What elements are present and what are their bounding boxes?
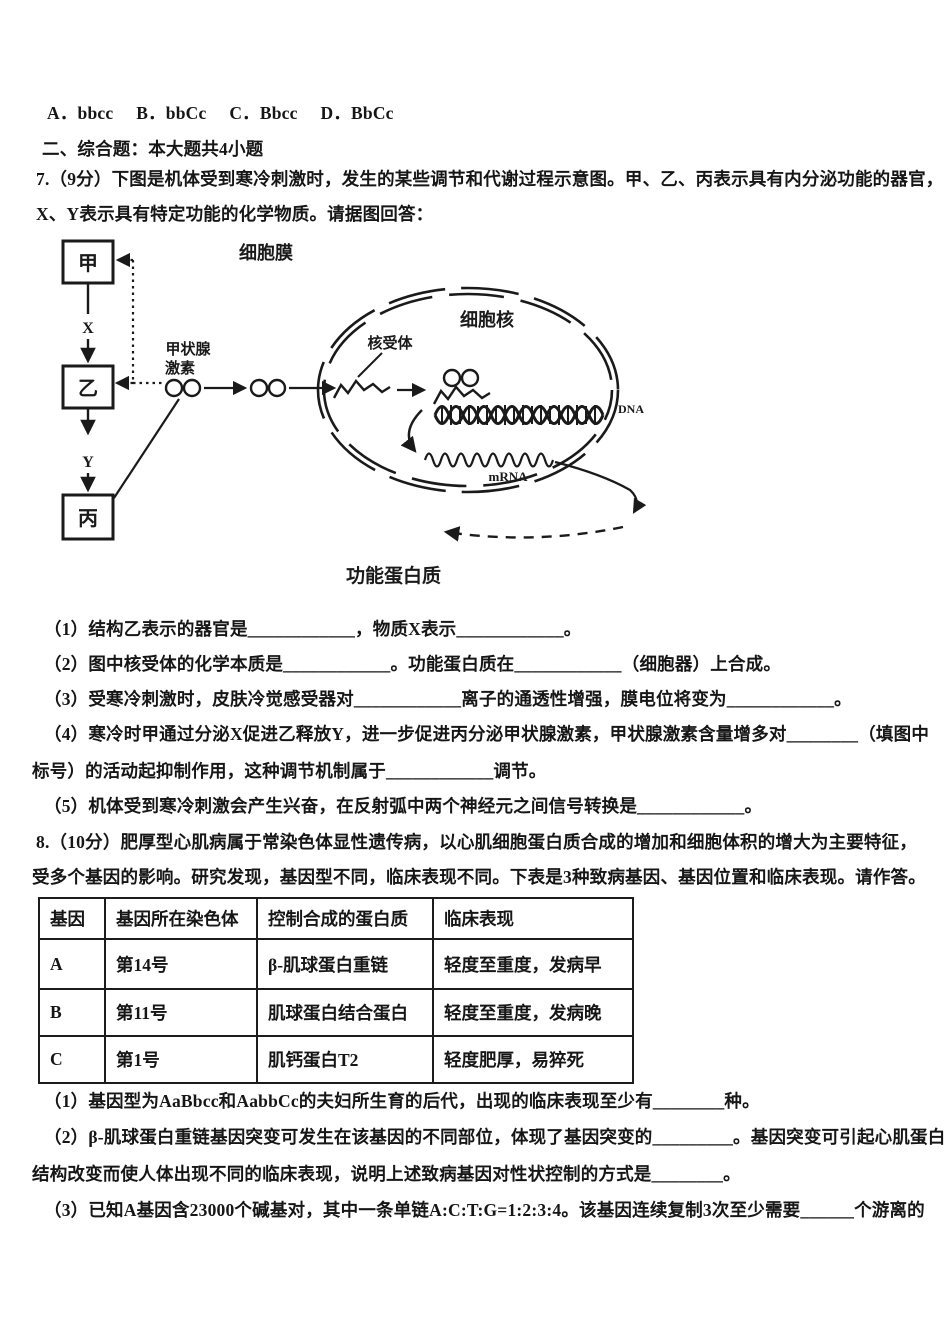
functional-protein-label: 功能蛋白质: [346, 564, 441, 587]
q7-part-1: （1）结构乙表示的器官是____________，物质X表示__________…: [44, 619, 582, 639]
q7-intro-line-1: 7.（9分）下图是机体受到寒冷刺激时，发生的某些调节和代谢过程示意图。甲、乙、丙…: [36, 169, 944, 189]
cell-clinical-c: 轻度肥厚，易猝死: [432, 1035, 634, 1084]
hormone-molecules: [164, 378, 287, 398]
cell-protein-c: 肌钙蛋白T2: [256, 1035, 434, 1084]
transcription-arrow: [400, 409, 423, 453]
substance-x-label: X: [82, 320, 94, 337]
svg-text:核受体: 核受体: [367, 334, 413, 352]
gene-table-header-row: 基因 基因所在染色体 控制合成的蛋白质 临床表现: [38, 897, 634, 940]
dna-helix: DNA: [433, 402, 644, 425]
q8-part-1: （1）基因型为AaBbcc和AabbCc的夫妇所生育的后代，出现的临床表现至少有…: [44, 1091, 760, 1111]
table-row: C 第1号 肌钙蛋白T2 轻度肥厚，易猝死: [38, 1035, 634, 1084]
q8-part-2-line-2: 结构改变而使人体出现不同的临床表现，说明上述致病基因对性状控制的方式是_____…: [32, 1164, 741, 1184]
organ-chain-arrows: X Y: [80, 283, 96, 493]
cell-clinical-a: 轻度至重度，发病早: [432, 938, 634, 990]
col-header-chromosome: 基因所在染色体: [104, 897, 258, 940]
section-heading: 二、综合题：本大题共4小题: [42, 139, 264, 159]
nuclear-receptor: 核受体: [332, 334, 413, 399]
thyroid-hormone-label: 甲状腺 激素: [165, 340, 212, 377]
mrna-wave: mRNA: [423, 452, 555, 484]
cell-protein-b: 肌球蛋白结合蛋白: [256, 988, 434, 1037]
q8-intro-line-1: 8.（10分）肥厚型心肌病属于常染色体显性遗传病，以心肌细胞蛋白质合成的增加和细…: [36, 832, 918, 852]
q7-part-2: （2）图中核受体的化学本质是____________。功能蛋白质在_______…: [44, 654, 782, 674]
translation-dashed-arrow: [443, 525, 624, 542]
cell-chrom-a: 第14号: [104, 938, 258, 990]
q8-part-2-line-1: （2）β-肌球蛋白重链基因突变可发生在该基因的不同部位，体现了基因突变的____…: [44, 1127, 946, 1147]
col-header-clinical: 临床表现: [432, 897, 634, 940]
q8-intro-line-2: 受多个基因的影响。研究发现，基因型不同，临床表现不同。下表是3种致病基因、基因位…: [32, 867, 926, 887]
table-row: A 第14号 β-肌球蛋白重链 轻度至重度，发病早: [38, 938, 634, 990]
q7-regulation-diagram: 甲 乙 丙 X Y: [40, 232, 680, 604]
cell-chrom-b: 第11号: [104, 988, 258, 1037]
cell-clinical-b: 轻度至重度，发病晚: [432, 988, 634, 1037]
q7-part-4-line-2: 标号）的活动起抑制作用，这种调节机制属于____________调节。: [32, 761, 547, 781]
nucleus-label: 细胞核: [460, 309, 514, 330]
svg-text:甲: 甲: [78, 253, 98, 275]
q7-part-3: （3）受寒冷刺激时，皮肤冷觉感受器对____________离子的通透性增强，膜…: [44, 689, 852, 709]
col-header-gene: 基因: [38, 897, 106, 940]
svg-text:DNA: DNA: [618, 402, 644, 416]
q7-part-5: （5）机体受到寒冷刺激会产生兴奋，在反射弧中两个神经元之间信号转换是______…: [44, 796, 763, 816]
nuclear-envelope: [316, 286, 620, 494]
cell-chrom-c: 第1号: [104, 1035, 258, 1084]
organ-box-bing: 丙: [61, 493, 115, 541]
q7-intro-line-2: X、Y表示具有特定功能的化学物质。请据图回答：: [36, 204, 434, 224]
q7-part-4-line-1: （4）寒冷时甲通过分泌X促进乙释放Y，进一步促进丙分泌甲状腺激素，甲状腺激素含量…: [44, 724, 930, 744]
svg-text:丙: 丙: [78, 508, 98, 530]
feedback-dotted-lines: [114, 252, 163, 391]
mrna-export-line: [554, 460, 647, 514]
organ-box-jia: 甲: [61, 239, 115, 285]
choice-options-line: A．bbcc B．bbCc C．Bbcc D．BbCc: [47, 103, 394, 123]
table-row: B 第11号 肌球蛋白结合蛋白 轻度至重度，发病晚: [38, 988, 634, 1037]
cell-membrane-label: 细胞膜: [239, 242, 293, 263]
hormone-receptor-complex: [432, 368, 491, 405]
cell-gene-b: B: [38, 988, 106, 1037]
substance-y-label: Y: [82, 454, 94, 471]
gene-table: 基因 基因所在染色体 控制合成的蛋白质 临床表现 A 第14号 β-肌球蛋白重链…: [38, 897, 634, 1084]
cell-protein-a: β-肌球蛋白重链: [256, 938, 434, 990]
svg-text:mRNA: mRNA: [489, 469, 529, 484]
bing-secretion-line: [113, 398, 180, 499]
cell-gene-a: A: [38, 938, 106, 990]
svg-text:甲状腺: 甲状腺: [165, 340, 211, 358]
svg-text:激素: 激素: [165, 359, 195, 377]
q8-part-3: （3）已知A基因含23000个碱基对，其中一条单链A:C:T:G=1:2:3:4…: [44, 1200, 925, 1220]
svg-text:乙: 乙: [78, 378, 98, 400]
col-header-protein: 控制合成的蛋白质: [256, 897, 434, 940]
cell-gene-c: C: [38, 1035, 106, 1084]
organ-box-yi: 乙: [61, 364, 115, 410]
